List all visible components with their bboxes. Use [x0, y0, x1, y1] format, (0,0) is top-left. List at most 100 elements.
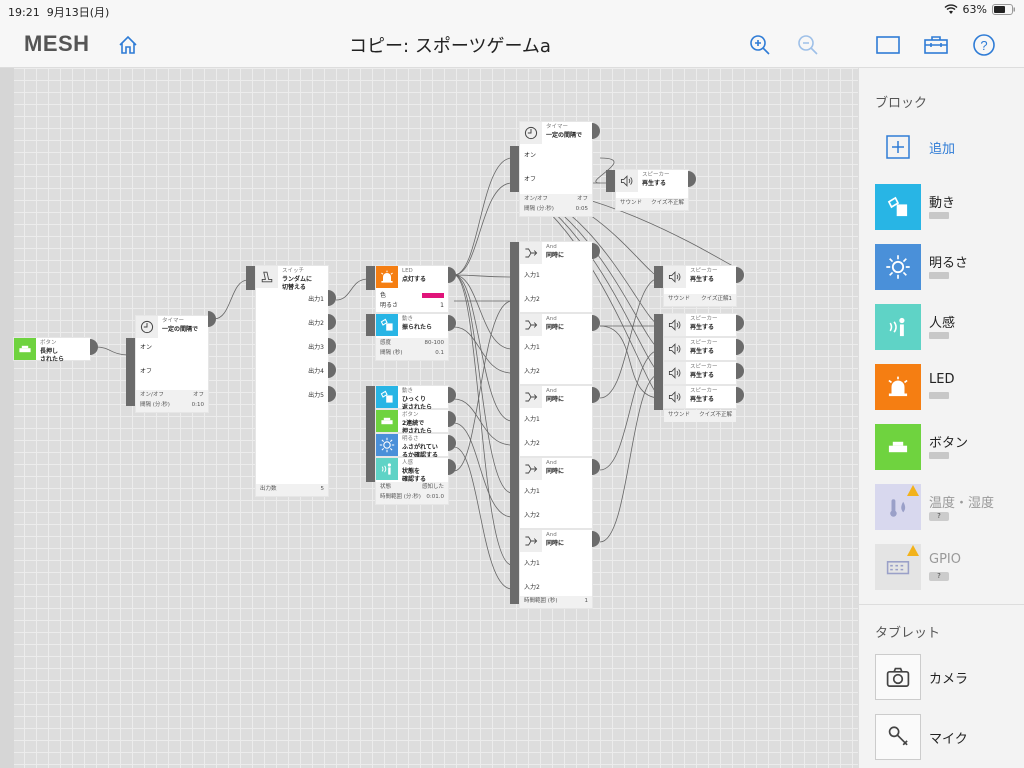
battery-icon: [992, 4, 1015, 15]
output-connector[interactable]: [328, 290, 336, 306]
recipe-canvas[interactable]: ボタン長押し されたら タイマー一定の間隔でオンオフオン/オフオフ間隔 (分:秒)…: [0, 68, 858, 768]
output-connector[interactable]: [592, 459, 600, 475]
sidebar-item-led[interactable]: LED: [875, 364, 1017, 410]
output-connector[interactable]: [448, 435, 456, 451]
output-connector[interactable]: [592, 243, 600, 259]
add-block-button[interactable]: 追加: [875, 124, 1017, 170]
output-connector[interactable]: [328, 314, 336, 330]
output-connector[interactable]: [592, 387, 600, 403]
block-speaker-1[interactable]: スピーカー再生する: [664, 314, 736, 336]
block-timer-interval-2[interactable]: タイマー一定の間隔でオンオフオン/オフオフ間隔 (分:秒)0:05: [520, 122, 592, 216]
home-button[interactable]: [114, 31, 142, 59]
zoom-out-button[interactable]: [794, 31, 822, 59]
output-connector[interactable]: [448, 315, 456, 331]
wire: [95, 346, 129, 356]
output-connector[interactable]: [208, 311, 216, 327]
block-speaker-incorrect[interactable]: スピーカー再生するサウンドクイズ不正解: [616, 170, 688, 210]
wire: [453, 326, 513, 374]
output-connector[interactable]: [90, 339, 98, 355]
sidebar-item-human[interactable]: 人感: [875, 304, 1017, 350]
param-row: 入力2: [524, 512, 588, 520]
tablet-item-microphone[interactable]: マイク: [875, 714, 1017, 760]
param-row: 入力1: [524, 488, 588, 496]
block-speaker-3[interactable]: スピーカー再生する: [664, 362, 736, 384]
tablet-item-camera[interactable]: カメラ: [875, 654, 1017, 700]
output-connector[interactable]: [736, 339, 744, 355]
input-connector[interactable]: [654, 314, 663, 410]
input-connector[interactable]: [366, 314, 375, 336]
output-connector[interactable]: [736, 267, 744, 283]
output-connector[interactable]: [328, 338, 336, 354]
param-label: サウンド: [620, 200, 643, 206]
wire: [453, 274, 513, 422]
param-value: クイズ不正解: [699, 412, 732, 418]
output-connector[interactable]: [328, 386, 336, 402]
output-connector[interactable]: [448, 267, 456, 283]
block-button-long-press[interactable]: ボタン長押し されたら: [14, 338, 90, 363]
toolbox-button[interactable]: [922, 31, 950, 59]
param-row: 入力2: [524, 296, 588, 304]
toolbox-icon: [924, 36, 948, 54]
input-connector[interactable]: [366, 386, 375, 482]
help-button[interactable]: ?: [970, 31, 998, 59]
block-timer-interval[interactable]: タイマー一定の間隔でオンオフオン/オフオフ間隔 (分:秒)0:10: [136, 316, 208, 412]
output-connector[interactable]: [688, 171, 696, 187]
output-connector[interactable]: [448, 411, 456, 427]
block-name-label: 同時に: [546, 324, 565, 331]
output-connector[interactable]: [592, 531, 600, 547]
wire: [599, 349, 661, 471]
wire: [453, 422, 513, 518]
warning-icon: [907, 485, 919, 496]
input-connector[interactable]: [510, 146, 519, 192]
block-human-check[interactable]: 人感状態を 確認する状態感知した時間範囲 (分:秒)0:01.0: [376, 458, 448, 504]
input-connector[interactable]: [366, 266, 375, 290]
param-row: オフ: [524, 176, 588, 184]
input-connector[interactable]: [510, 242, 519, 604]
output-label: 出力5: [308, 392, 324, 399]
block-name-label: ふさがれてい るか確認する: [402, 444, 439, 459]
sidebar-item-motion[interactable]: 動き: [875, 184, 1017, 230]
block-speaker-2[interactable]: スピーカー再生する: [664, 338, 736, 360]
block-name-label: 再生する: [690, 396, 715, 403]
zoom-in-button[interactable]: [746, 31, 774, 59]
block-name-label: 同時に: [546, 540, 565, 547]
sidebar-item-brightness[interactable]: 明るさ: [875, 244, 1017, 290]
input-connector[interactable]: [606, 170, 615, 192]
input-connector[interactable]: [246, 266, 255, 290]
status-bar: 19:21 9月13日(月) 63%: [0, 0, 1024, 22]
divider: [859, 604, 1024, 605]
output-connector[interactable]: [448, 459, 456, 475]
block-brightness-check[interactable]: 明るさふさがれてい るか確認する: [376, 434, 448, 459]
block-motion-flipped[interactable]: 動きひっくり 返されたら: [376, 386, 448, 411]
output-connector[interactable]: [448, 387, 456, 403]
input-connector[interactable]: [654, 266, 663, 288]
output-connector[interactable]: [736, 363, 744, 379]
input-connector[interactable]: [126, 338, 135, 406]
param-value: 0.1: [435, 350, 444, 356]
canvas-view-button[interactable]: [874, 31, 902, 59]
output-connector[interactable]: [328, 362, 336, 378]
battery-indicator: [929, 212, 949, 219]
param-label: オン/オフ: [524, 196, 548, 202]
output-connector[interactable]: [736, 387, 744, 403]
block-speaker-4[interactable]: スピーカー再生する: [664, 386, 736, 408]
sidebar-item-gpio[interactable]: GPIO?: [875, 544, 1017, 590]
output-connector[interactable]: [592, 123, 600, 139]
sidebar-item-button[interactable]: ボタン: [875, 424, 1017, 470]
button-icon: [875, 424, 921, 470]
output-connector[interactable]: [592, 315, 600, 331]
sidebar-item-thermometer[interactable]: 温度・湿度?: [875, 484, 1017, 530]
block-speaker-correct[interactable]: スピーカー再生するサウンドクイズ正解1: [664, 266, 736, 306]
block-footer: サウンドクイズ不正解: [616, 198, 688, 210]
block-name-label: 長押し されたら: [40, 348, 65, 363]
output-connector[interactable]: [736, 315, 744, 331]
